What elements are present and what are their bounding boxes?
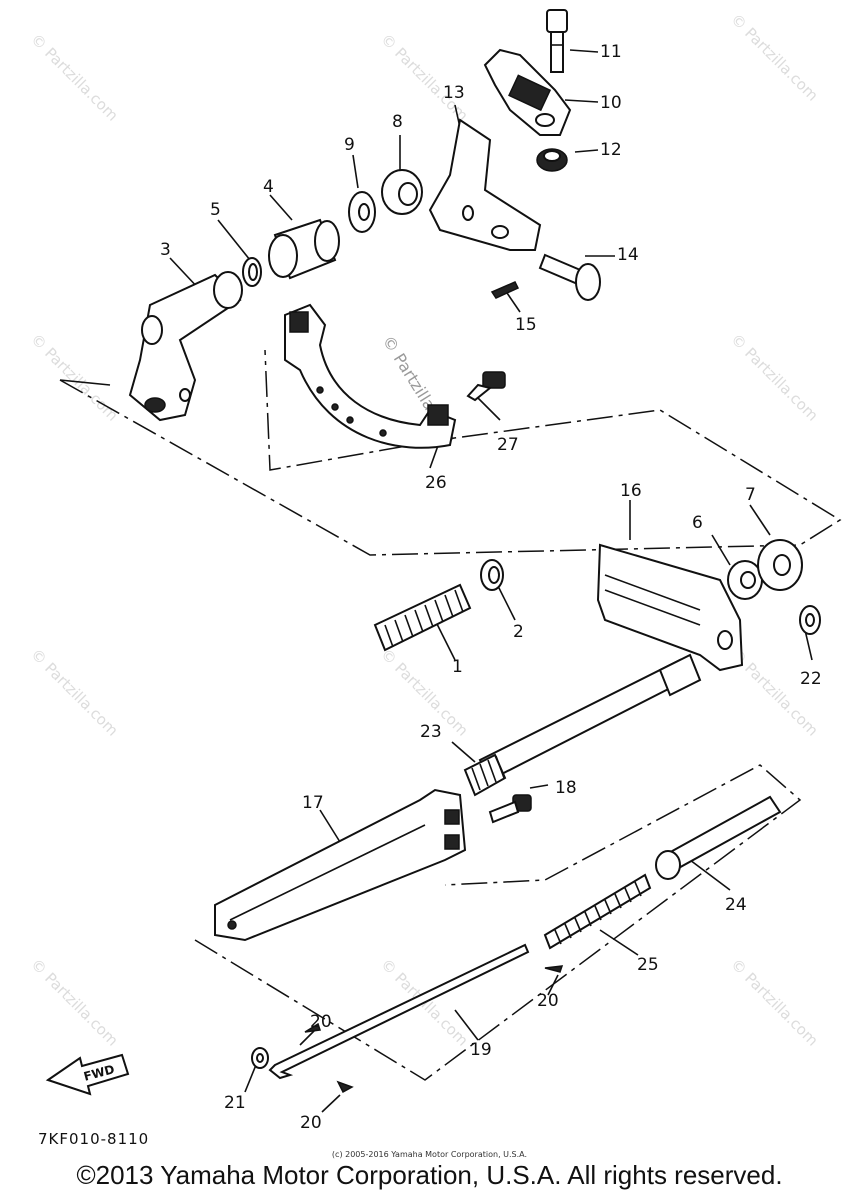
part-label-12: 12 (600, 140, 622, 160)
part-label-20: 20 (537, 991, 559, 1011)
part-label-5: 5 (210, 200, 221, 220)
watermark: © Partzilla.com (727, 955, 822, 1050)
part-label-23: 23 (420, 722, 442, 742)
small-copyright-notice: (c) 2005-2016 Yamaha Motor Corporation, … (331, 1150, 528, 1159)
part-label-26: 26 (425, 473, 447, 493)
part-12-nut (536, 148, 568, 172)
part-label-19: 19 (470, 1040, 492, 1060)
part-number-labels: 11 10 12 13 8 9 4 5 3 14 15 26 27 16 7 6… (160, 42, 822, 1133)
diagram-code: 7KF010-8110 (38, 1130, 150, 1148)
part-21-washer (251, 1047, 269, 1069)
watermark: © Partzilla.com (27, 955, 122, 1050)
part-label-22: 22 (800, 669, 822, 689)
watermark: © Partzilla.com (727, 10, 822, 105)
part-label-24: 24 (725, 895, 747, 915)
part-label-4: 4 (263, 177, 274, 197)
part-label-16: 16 (620, 481, 642, 501)
assembly-boundary-lines (59, 349, 842, 1081)
part-5-ring (242, 257, 262, 287)
part-14-pin (538, 253, 601, 301)
watermark: © Partzilla.com (27, 330, 122, 425)
part-label-8: 8 (392, 112, 403, 132)
part-18-bolt (488, 794, 532, 824)
part-label-3: 3 (160, 240, 171, 260)
copyright-notice: ©2013 Yamaha Motor Corporation, U.S.A. A… (76, 1160, 783, 1190)
part-8-washer (381, 169, 423, 215)
part-13-plate (428, 118, 542, 251)
tilt-rod (478, 653, 702, 782)
part-9-washer (348, 191, 376, 233)
part-label-1: 1 (452, 657, 463, 677)
part-label-11: 11 (600, 42, 622, 62)
part-label-14: 14 (617, 245, 639, 265)
part-22-clip (799, 605, 821, 635)
part-15-cotter-pin (490, 281, 520, 299)
part-label-20: 20 (310, 1012, 332, 1032)
part-label-9: 9 (344, 135, 355, 155)
part-10-bracket (483, 48, 572, 136)
part-4-bushing (268, 218, 340, 280)
part-label-6: 6 (692, 513, 703, 533)
part-label-21: 21 (224, 1093, 246, 1113)
part-26-curved-bracket (284, 303, 457, 449)
watermark: © Partzilla.com (377, 30, 472, 125)
part-label-10: 10 (600, 93, 622, 113)
part-label-13: 13 (443, 83, 465, 103)
part-19-rod (268, 943, 530, 1080)
part-label-20: 20 (300, 1113, 322, 1133)
leader-lines (169, 49, 813, 1113)
boundary-connector (59, 379, 111, 386)
part-20-clips (304, 965, 564, 1094)
watermark: © Partzilla.com (27, 30, 122, 125)
part-1-spring (373, 583, 472, 652)
fwd-arrow-icon: FWD (45, 1053, 130, 1096)
part-6-washer (727, 560, 763, 600)
part-11-bolt (546, 9, 568, 73)
part-16-slide-plate (596, 543, 744, 672)
part-label-7: 7 (745, 485, 756, 505)
part-label-2: 2 (513, 622, 524, 642)
part-label-17: 17 (302, 793, 324, 813)
part-17-tilt-lever (214, 788, 467, 942)
part-24-sleeve (655, 795, 782, 880)
part-27-bolt (466, 371, 506, 402)
watermark: © Partzilla.com (727, 330, 822, 425)
part-label-15: 15 (515, 315, 537, 335)
part-label-18: 18 (555, 778, 577, 798)
upper-boundary-line (59, 349, 842, 556)
part-label-25: 25 (637, 955, 659, 975)
part-2-washer (480, 559, 504, 591)
watermark: © Partzilla.com (27, 645, 122, 740)
part-7-washer (757, 539, 803, 591)
part-label-27: 27 (497, 435, 519, 455)
part-3-swivel-bracket (128, 271, 243, 422)
part-25-spring (543, 873, 652, 950)
lower-boundary-line (194, 764, 802, 1081)
part-23-spring (463, 753, 507, 797)
